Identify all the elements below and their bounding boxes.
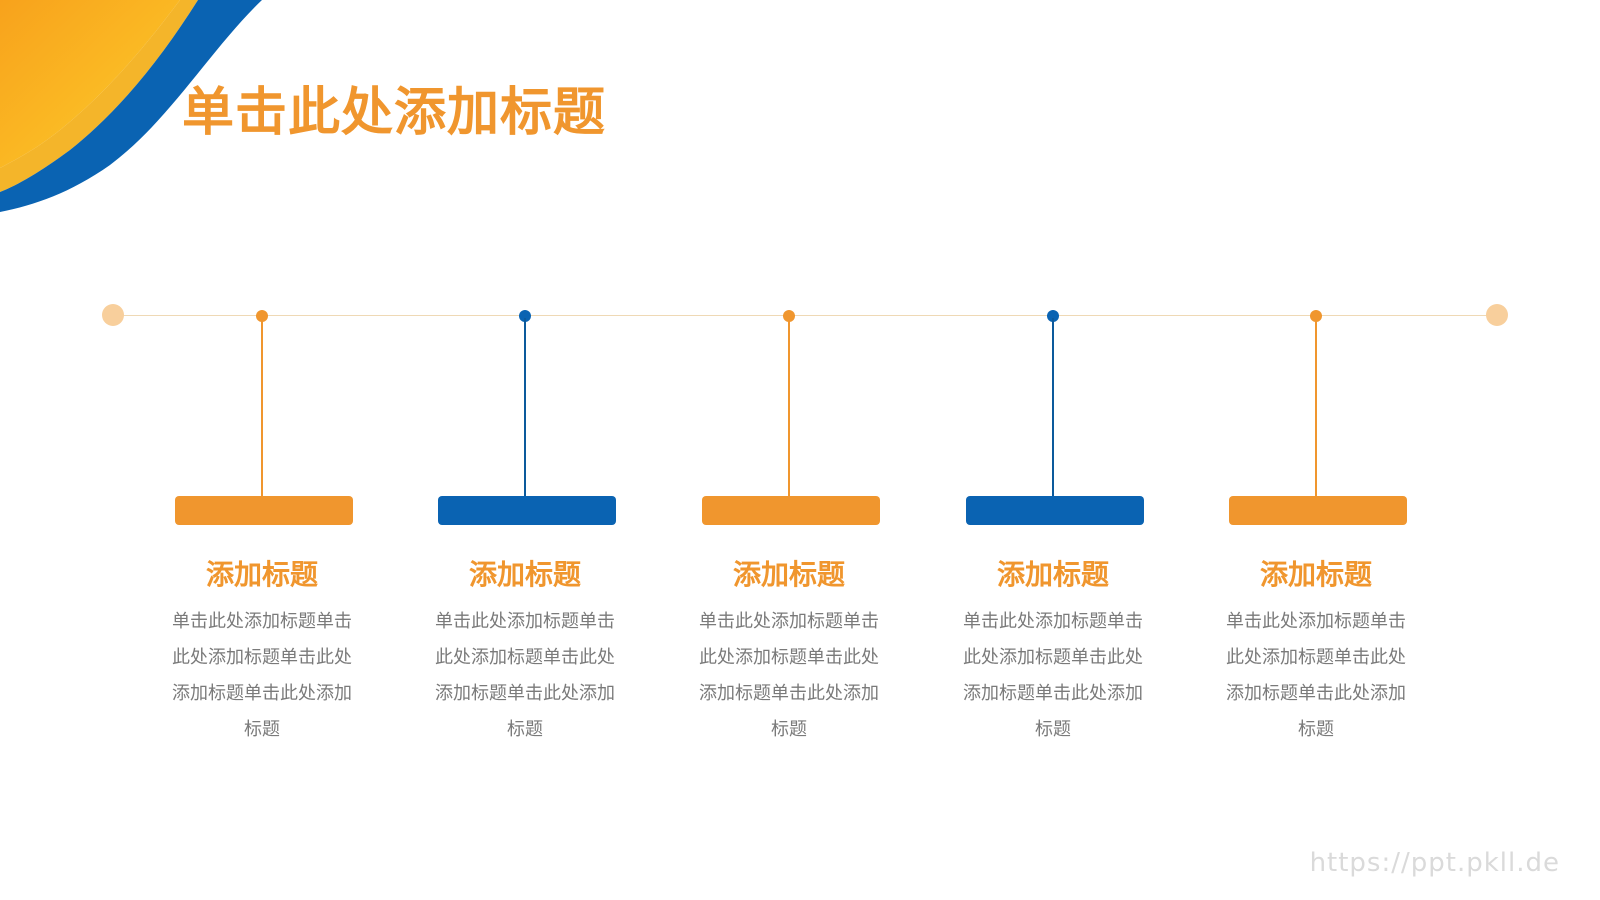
timeline-node [1310,310,1322,322]
body-line: 此处添加标题单击此处 [699,647,879,668]
corner-swoosh-decoration [0,0,262,212]
body-line: 添加标题单击此处添加 [435,683,615,704]
timeline-item-body[interactable]: 单击此处添加标题单击 此处添加标题单击此处 添加标题单击此处添加 标题 [425,604,625,748]
timeline-item-heading[interactable]: 添加标题 [732,558,845,591]
timeline-node [519,310,531,322]
body-line: 标题 [1035,719,1071,740]
timeline-node [783,310,795,322]
timeline-bar [966,496,1144,525]
timeline-item-4: 添加标题 单击此处添加标题单击 此处添加标题单击此处 添加标题单击此处添加 标题 [948,308,1158,758]
body-line: 添加标题单击此处添加 [699,683,879,704]
timeline-item-body[interactable]: 单击此处添加标题单击 此处添加标题单击此处 添加标题单击此处添加 标题 [1216,604,1416,748]
timeline-start-dot [102,304,124,326]
timeline-node [256,310,268,322]
body-line: 此处添加标题单击此处 [435,647,615,668]
timeline-item-heading[interactable]: 添加标题 [468,558,581,591]
body-line: 此处添加标题单击此处 [172,647,352,668]
timeline-end-dot [1486,304,1508,326]
timeline-item-5: 添加标题 单击此处添加标题单击 此处添加标题单击此处 添加标题单击此处添加 标题 [1211,308,1421,758]
timeline-bar [438,496,616,525]
timeline-item-heading[interactable]: 添加标题 [996,558,1109,591]
timeline-node [1047,310,1059,322]
slide-title[interactable]: 单击此处添加标题 [182,83,607,143]
body-line: 此处添加标题单击此处 [1226,647,1406,668]
timeline-item-body[interactable]: 单击此处添加标题单击 此处添加标题单击此处 添加标题单击此处添加 标题 [162,604,362,748]
timeline-item-2: 添加标题 单击此处添加标题单击 此处添加标题单击此处 添加标题单击此处添加 标题 [420,308,630,758]
timeline-stem [524,318,526,506]
timeline-item-body[interactable]: 单击此处添加标题单击 此处添加标题单击此处 添加标题单击此处添加 标题 [689,604,889,748]
timeline-item-body[interactable]: 单击此处添加标题单击 此处添加标题单击此处 添加标题单击此处添加 标题 [953,604,1153,748]
timeline-stem [1052,318,1054,506]
timeline-item-heading[interactable]: 添加标题 [205,558,318,591]
timeline-item-1: 添加标题 单击此处添加标题单击 此处添加标题单击此处 添加标题单击此处添加 标题 [157,308,367,758]
timeline-stem [1315,318,1317,506]
body-line: 标题 [771,719,807,740]
body-line: 单击此处添加标题单击 [699,611,879,632]
timeline-item-heading[interactable]: 添加标题 [1259,558,1372,591]
body-line: 添加标题单击此处添加 [1226,683,1406,704]
body-line: 此处添加标题单击此处 [963,647,1143,668]
timeline-bar [175,496,353,525]
body-line: 单击此处添加标题单击 [435,611,615,632]
timeline-stem [788,318,790,506]
body-line: 添加标题单击此处添加 [172,683,352,704]
watermark: https://ppt.pkll.de [1309,848,1560,878]
timeline-bar [1229,496,1407,525]
body-line: 单击此处添加标题单击 [1226,611,1406,632]
timeline-item-3: 添加标题 单击此处添加标题单击 此处添加标题单击此处 添加标题单击此处添加 标题 [684,308,894,758]
body-line: 标题 [1298,719,1334,740]
timeline-line [112,315,1498,316]
timeline-bar [702,496,880,525]
body-line: 添加标题单击此处添加 [963,683,1143,704]
body-line: 单击此处添加标题单击 [963,611,1143,632]
timeline-stem [261,318,263,506]
body-line: 标题 [244,719,280,740]
body-line: 标题 [507,719,543,740]
body-line: 单击此处添加标题单击 [172,611,352,632]
